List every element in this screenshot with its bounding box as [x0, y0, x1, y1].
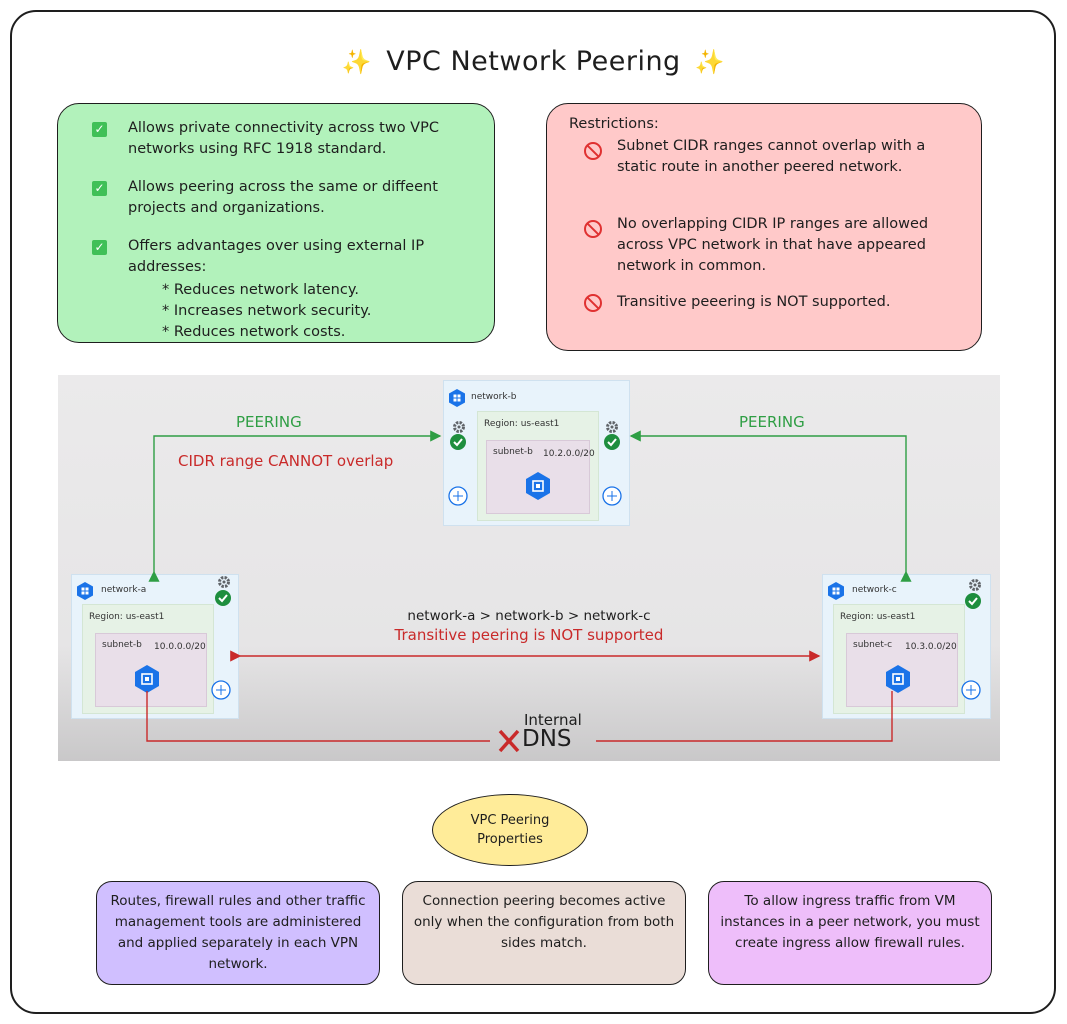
network-b-box: network-b Region: us-east1 subnet-b 10.2… — [443, 380, 630, 526]
vpc-network-icon — [77, 582, 93, 600]
check-icon: ✓ — [92, 240, 107, 255]
check-circle-icon — [965, 593, 981, 609]
dns-connector-right — [596, 691, 893, 742]
prohibited-icon — [584, 142, 602, 160]
subnet-box: subnet-b 10.2.0.0/20 — [486, 440, 595, 514]
prohibited-icon — [584, 294, 602, 312]
benefits-card: ✓ Allows private connectivity across two… — [57, 103, 495, 343]
region-label: Region: us-east1 — [840, 612, 916, 622]
subnet-box: subnet-c 10.3.0.0/20 — [846, 633, 958, 707]
gear-icon — [453, 421, 465, 433]
peering-diagram: network-b Region: us-east1 subnet-b 10.2… — [58, 375, 1000, 761]
network-name: network-b — [471, 392, 517, 402]
benefit-item: Allows private connectivity across two V… — [128, 120, 439, 157]
check-circle-icon — [604, 434, 620, 450]
network-name: network-c — [852, 585, 897, 595]
gear-icon — [969, 579, 981, 591]
router-icon — [602, 486, 622, 506]
check-circle-icon — [450, 434, 466, 450]
router-icon — [448, 486, 468, 506]
property-card: Routes, firewall rules and other traffic… — [96, 881, 380, 985]
transitive-warning: Transitive peering is NOT supported — [394, 626, 664, 644]
advantage-item: Reduces network costs. — [162, 322, 458, 343]
sparkles-icon: ✨ — [694, 48, 726, 76]
subnet-cidr: 10.3.0.0/20 — [905, 642, 957, 652]
restriction-item: Transitive peeering is NOT supported. — [617, 294, 891, 310]
properties-label: VPC Peering Properties — [470, 813, 550, 847]
peering-label-left: PEERING — [236, 413, 302, 431]
benefit-item-text: Offers advantages over using external IP… — [128, 238, 425, 275]
transitive-chain: network-a > network-b > network-c — [407, 608, 651, 624]
gear-icon — [606, 421, 618, 433]
gear-icon — [218, 576, 230, 588]
compute-engine-icon — [886, 665, 910, 693]
network-a-box: network-a Region: us-east1 subnet-b 10.0… — [71, 574, 239, 719]
region-box: Region: us-east1 subnet-c 10.3.0.0/20 — [833, 604, 965, 714]
subnet-name: subnet-b — [493, 447, 533, 457]
peering-label-right: PEERING — [739, 413, 805, 431]
restrictions-heading: Restrictions: — [569, 116, 659, 132]
network-name: network-a — [101, 585, 147, 595]
advantages-list: Reduces network latency. Increases netwo… — [162, 280, 458, 343]
region-label: Region: us-east1 — [89, 612, 165, 622]
restriction-item: Subnet CIDR ranges cannot overlap with a… — [617, 138, 926, 175]
vpc-network-icon — [828, 582, 844, 600]
region-label: Region: us-east1 — [484, 419, 560, 429]
dns-label: DNS — [522, 726, 572, 752]
check-circle-icon — [215, 590, 231, 606]
region-box: Region: us-east1 subnet-b 10.2.0.0/20 — [477, 411, 599, 521]
cidr-warning: CIDR range CANNOT overlap — [178, 452, 394, 470]
subnet-name: subnet-b — [102, 640, 142, 650]
benefit-item: Offers advantages over using external IP… — [128, 236, 458, 343]
router-icon — [961, 680, 981, 700]
prohibited-icon — [584, 220, 602, 238]
properties-oval: VPC Peering Properties — [432, 794, 588, 866]
sparkles-icon: ✨ — [341, 48, 373, 76]
subnet-cidr: 10.0.0.0/20 — [154, 642, 206, 652]
property-card: To allow ingress traffic from VM instanc… — [708, 881, 992, 985]
property-card: Connection peering becomes active only w… — [402, 881, 686, 985]
vpc-network-icon — [449, 389, 465, 407]
dns-connector-left — [146, 691, 490, 742]
connector-layer — [146, 421, 981, 753]
check-icon: ✓ — [92, 181, 107, 196]
subnet-name: subnet-c — [853, 640, 893, 650]
peering-connector-right — [629, 430, 912, 582]
restrictions-card: Restrictions: Subnet CIDR ranges cannot … — [546, 103, 982, 351]
restriction-item: No overlapping CIDR IP ranges are allowe… — [617, 216, 929, 274]
compute-engine-icon — [135, 665, 159, 693]
subnet-cidr: 10.2.0.0/20 — [543, 449, 595, 459]
blocked-x-icon — [498, 729, 520, 753]
page-title: ✨VPC Network Peering✨ — [341, 46, 726, 77]
network-c-box: network-c Region: us-east1 subnet-c 10.3… — [822, 574, 991, 719]
advantage-item: Increases network security. — [162, 301, 458, 322]
subnet-box: subnet-b 10.0.0.0/20 — [95, 633, 207, 707]
router-icon — [211, 680, 231, 700]
compute-engine-icon — [526, 472, 550, 500]
check-icon: ✓ — [92, 122, 107, 137]
region-box: Region: us-east1 subnet-b 10.0.0.0/20 — [82, 604, 214, 714]
peering-connector-left — [148, 430, 442, 582]
internal-label: Internal — [524, 711, 582, 729]
benefit-item: Allows peering across the same or diffee… — [128, 179, 438, 216]
advantage-item: Reduces network latency. — [162, 280, 458, 301]
